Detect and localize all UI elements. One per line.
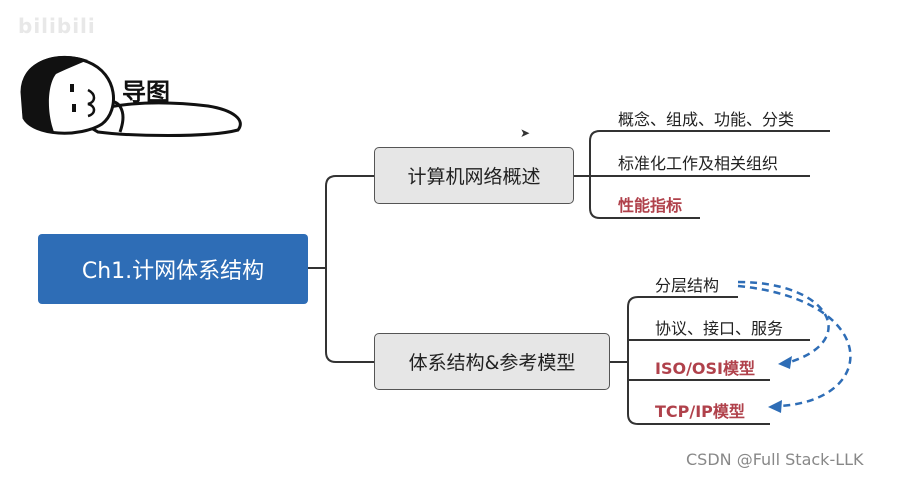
leaf-tcp-ip-model: TCP/IP模型 [655, 402, 745, 421]
leaf-protocol-interface-service: 协议、接口、服务 [655, 319, 784, 338]
leaf-performance-metrics: 性能指标 [618, 196, 683, 215]
branch1-connector [573, 130, 830, 219]
arrow-head-tcp-ip [768, 400, 782, 413]
mouse-cursor-icon: ➤ [520, 126, 531, 140]
arrow-head-iso-osi [778, 356, 792, 369]
cartoon-label: 导图 [122, 78, 170, 106]
root-node: Ch1.计网体系结构 [38, 234, 308, 304]
leaf-layered-structure: 分层结构 [655, 276, 720, 295]
trunk-connector [325, 175, 376, 363]
cartoon-character-illustration [20, 55, 242, 137]
csdn-credit: CSDN @Full Stack-LLK [686, 450, 864, 469]
leaf-standardization: 标准化工作及相关组织 [618, 154, 779, 173]
branch-node-network-overview: 计算机网络概述 [374, 147, 574, 204]
leaf-iso-osi-model: ISO/OSI模型 [655, 359, 756, 378]
leaf-concepts: 概念、组成、功能、分类 [618, 110, 795, 129]
bilibili-watermark: bilibili [18, 14, 96, 38]
branch2-connector [608, 296, 810, 425]
branch-node-architecture: 体系结构&参考模型 [374, 333, 610, 390]
arrow-to-tcp-ip [737, 284, 852, 408]
